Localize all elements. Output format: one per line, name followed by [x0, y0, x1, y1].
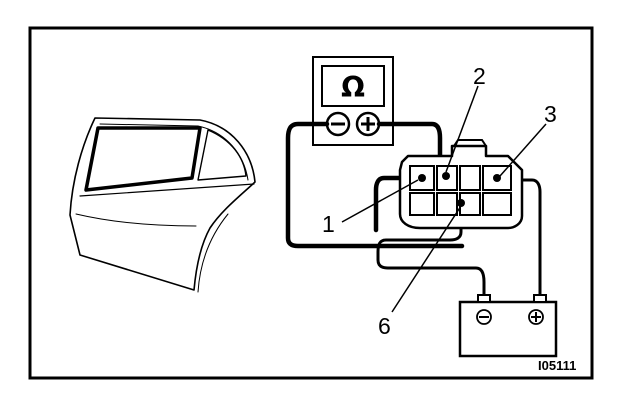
- callout-6: 6: [378, 313, 391, 339]
- ohmmeter-positive-terminal: [355, 111, 381, 137]
- terminal-6-contact: [457, 199, 465, 207]
- door-connector: [398, 139, 524, 230]
- callout-2: 2: [473, 63, 486, 89]
- leader-3: [499, 123, 547, 177]
- ohm-symbol-icon: Ω: [341, 71, 365, 104]
- test-leads: [285, 121, 465, 249]
- connector-cavity-5: [409, 192, 435, 216]
- connector-cavity-3: [482, 165, 512, 191]
- leader-6: [391, 205, 462, 313]
- battery-negative-post: [477, 294, 491, 303]
- leader-2: [445, 85, 479, 173]
- ohmmeter-display: [321, 65, 385, 107]
- connector-cavity-4: [459, 165, 481, 191]
- ohmmeter-negative-terminal: [325, 111, 351, 137]
- connector-cavity-8: [482, 192, 512, 216]
- battery-positive-post: [533, 294, 547, 303]
- ohmmeter-body: [312, 56, 394, 146]
- callout-3: 3: [544, 101, 557, 127]
- battery-positive-icon: [528, 309, 544, 325]
- callout-leaders: [341, 85, 547, 313]
- ohmmeter: Ω: [312, 56, 394, 146]
- leader-1: [341, 179, 419, 223]
- terminal-2-contact: [442, 172, 450, 180]
- battery-negative-icon: [476, 309, 492, 325]
- terminal-1-contact: [418, 174, 426, 182]
- battery: [458, 294, 558, 358]
- connector-cavity-1: [409, 165, 435, 191]
- connector-cavity-2: [436, 165, 458, 191]
- terminal-3-contact: [493, 174, 501, 182]
- callout-1: 1: [322, 211, 335, 237]
- battery-leads: [376, 178, 542, 296]
- connector-cavity-6: [436, 192, 458, 216]
- diagram-frame: [28, 26, 594, 380]
- rear-door-drawing: [69, 117, 256, 293]
- reference-code: I05111: [538, 358, 576, 373]
- battery-body: [458, 300, 558, 358]
